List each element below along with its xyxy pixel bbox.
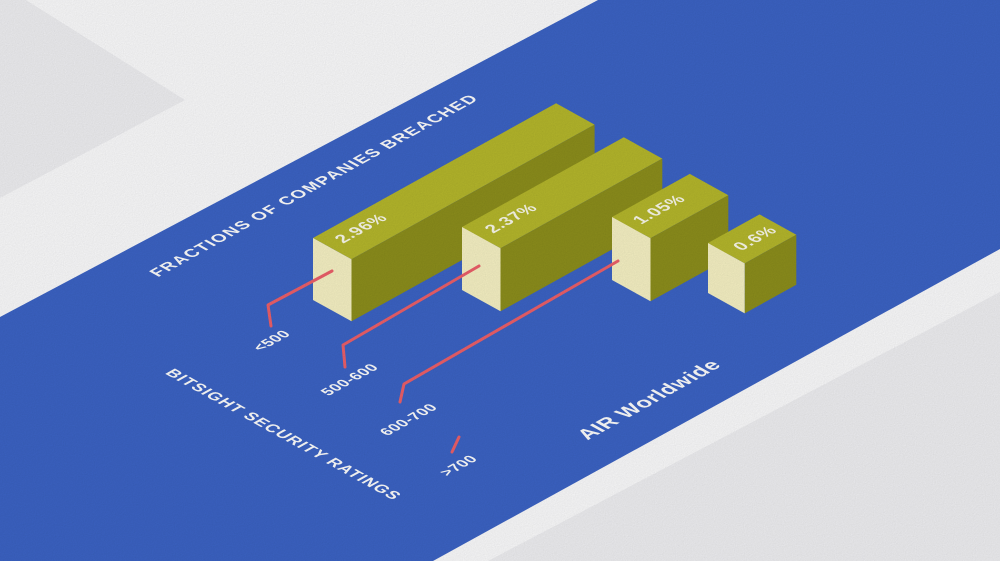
isometric-bar-chart: 2.96%2.37%1.05%0.6% <500500-600600-700>7… (0, 0, 1000, 561)
